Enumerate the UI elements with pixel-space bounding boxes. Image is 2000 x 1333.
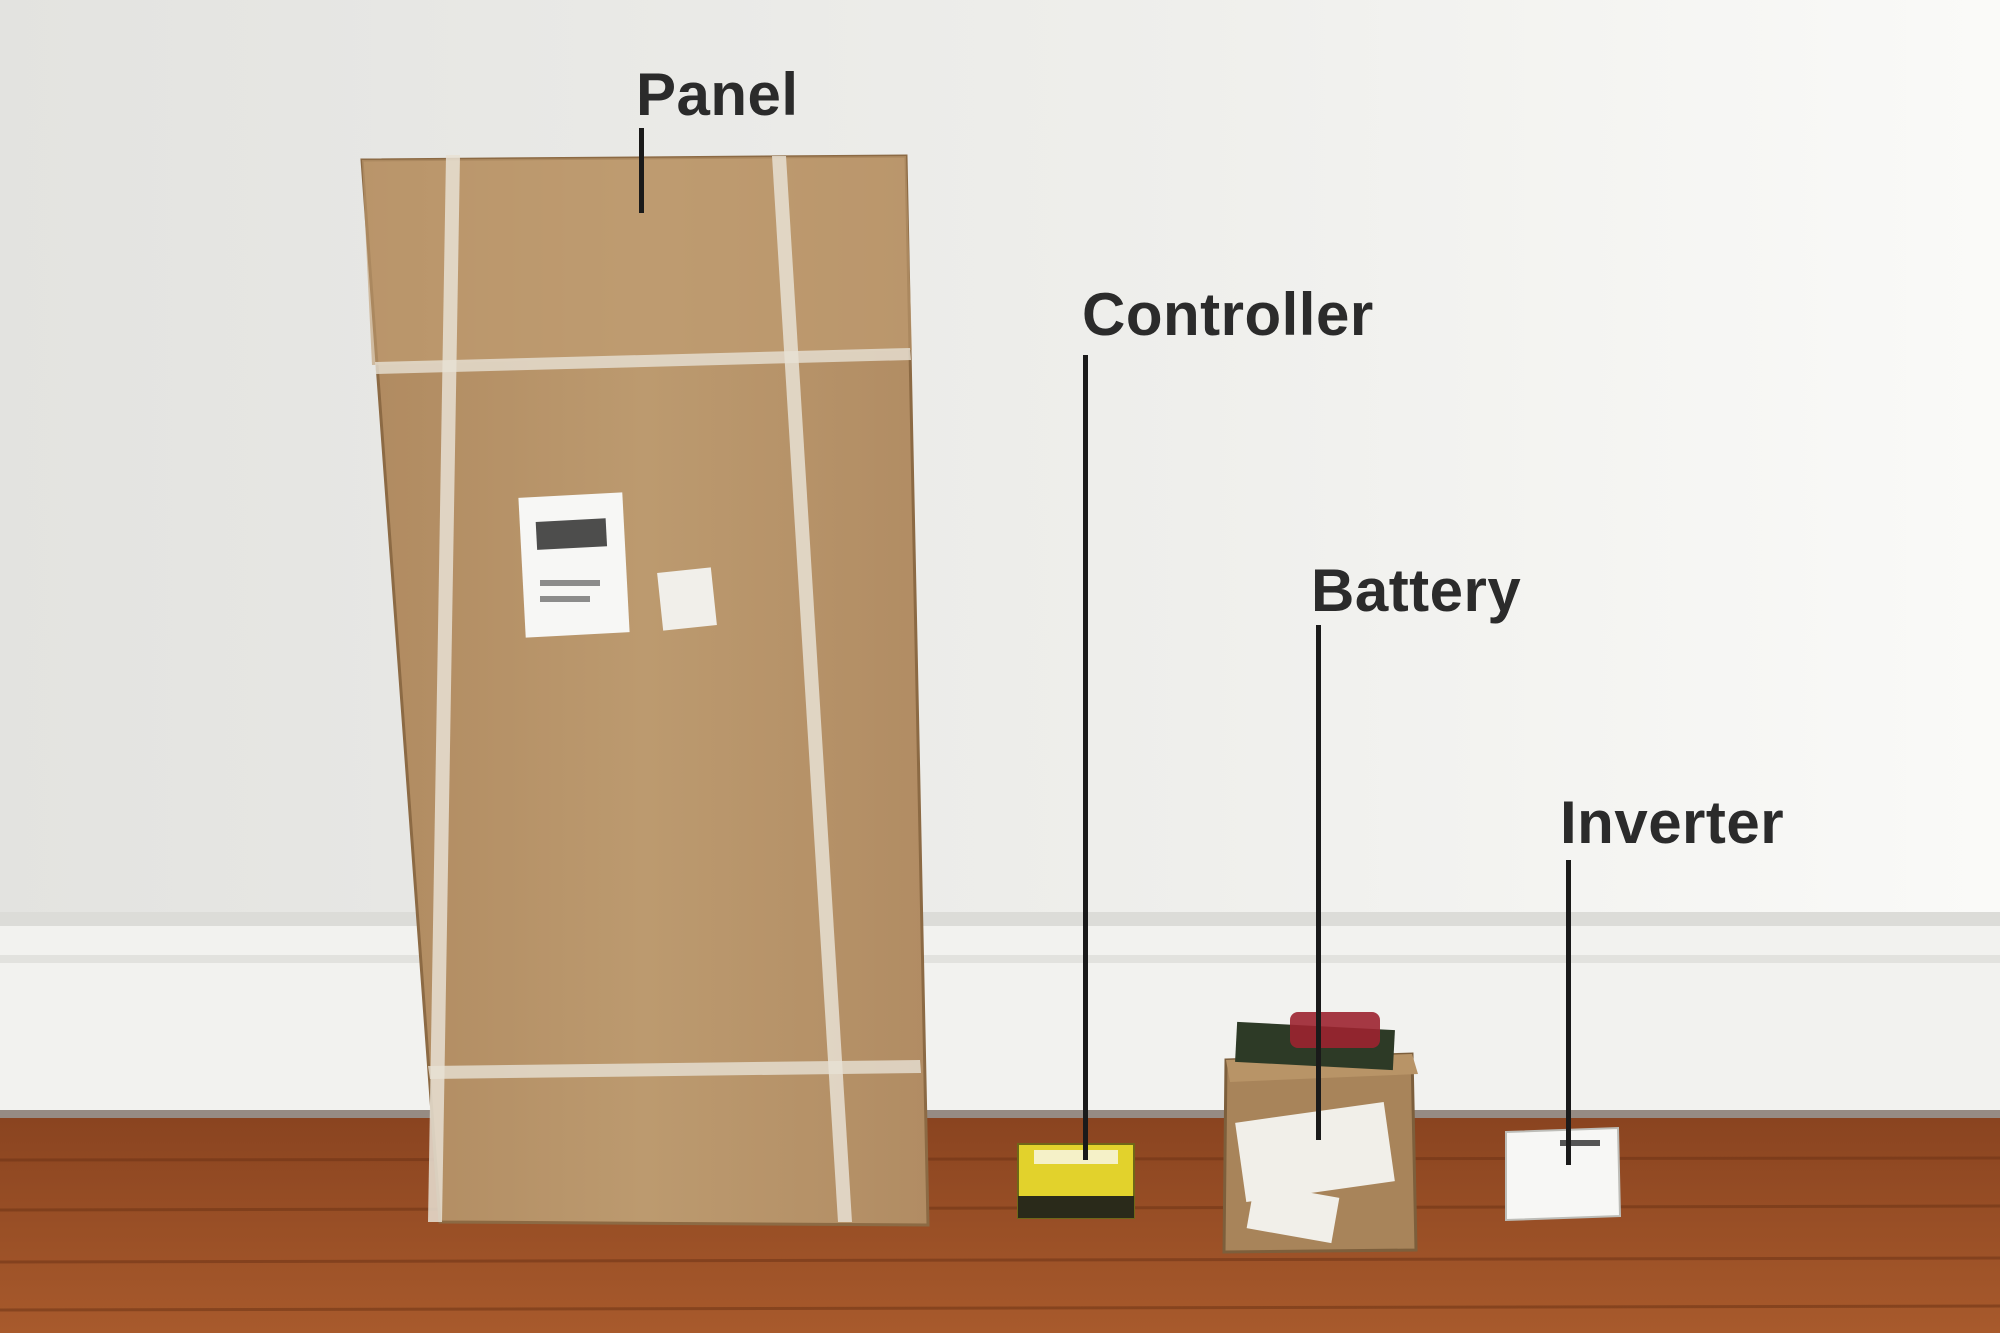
battery-label: Battery [1311,557,1522,624]
controller-label: Controller [1082,281,1374,348]
baseboard [0,912,2000,1122]
battery-box [1222,1012,1418,1254]
floor-boards [0,1156,2000,1312]
battery-leader-line [1316,625,1321,1140]
baseboard-cap [0,912,2000,926]
inverter-leader-line [1566,860,1571,1165]
small-label [657,567,717,631]
wood-floor [0,1118,2000,1333]
inverter-box [1505,1126,1622,1222]
panel-leader-line [639,128,644,213]
shipping-label [518,492,630,638]
inverter-label: Inverter [1560,789,1785,856]
panel-label: Panel [636,61,799,128]
panel-box [360,154,930,1227]
wall [0,0,2000,920]
baseboard-groove [0,955,2000,963]
controller-box [1017,1143,1135,1219]
controller-leader-line [1083,355,1088,1160]
